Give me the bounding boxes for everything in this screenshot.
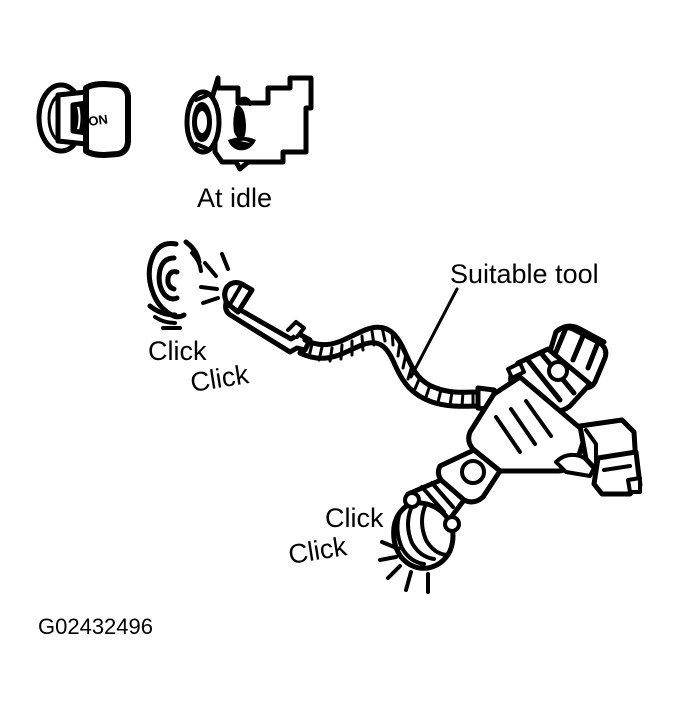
sound-label-ear-click-1: Click xyxy=(148,336,207,366)
sound-label-injector-click-2: Click xyxy=(286,531,349,570)
electrical-connector-block xyxy=(577,417,643,497)
injector-nozzle-tip xyxy=(391,477,467,571)
ear-listening-icon xyxy=(146,241,187,320)
corrugated-flexible-hose xyxy=(297,324,497,413)
ignition-key-switch-icon: ON xyxy=(36,81,131,158)
engine-caption-at-idle: At idle xyxy=(197,183,272,213)
ignition-state-label: ON xyxy=(87,111,108,129)
engine-block-icon xyxy=(184,75,314,172)
sound-wave-arcs-icon xyxy=(147,239,203,330)
figure-id-code: G02432496 xyxy=(38,614,153,639)
callout-suitable-tool: Suitable tool xyxy=(450,259,599,289)
radiating-vibration-lines-nozzle xyxy=(378,540,430,594)
radiating-vibration-lines-handle xyxy=(199,252,230,305)
suitable-tool-leader-line xyxy=(409,287,459,379)
stethoscope-earpiece-handle xyxy=(222,280,313,355)
sound-label-injector-click-1: Click xyxy=(325,503,384,533)
fuel-injector-body xyxy=(435,323,609,505)
